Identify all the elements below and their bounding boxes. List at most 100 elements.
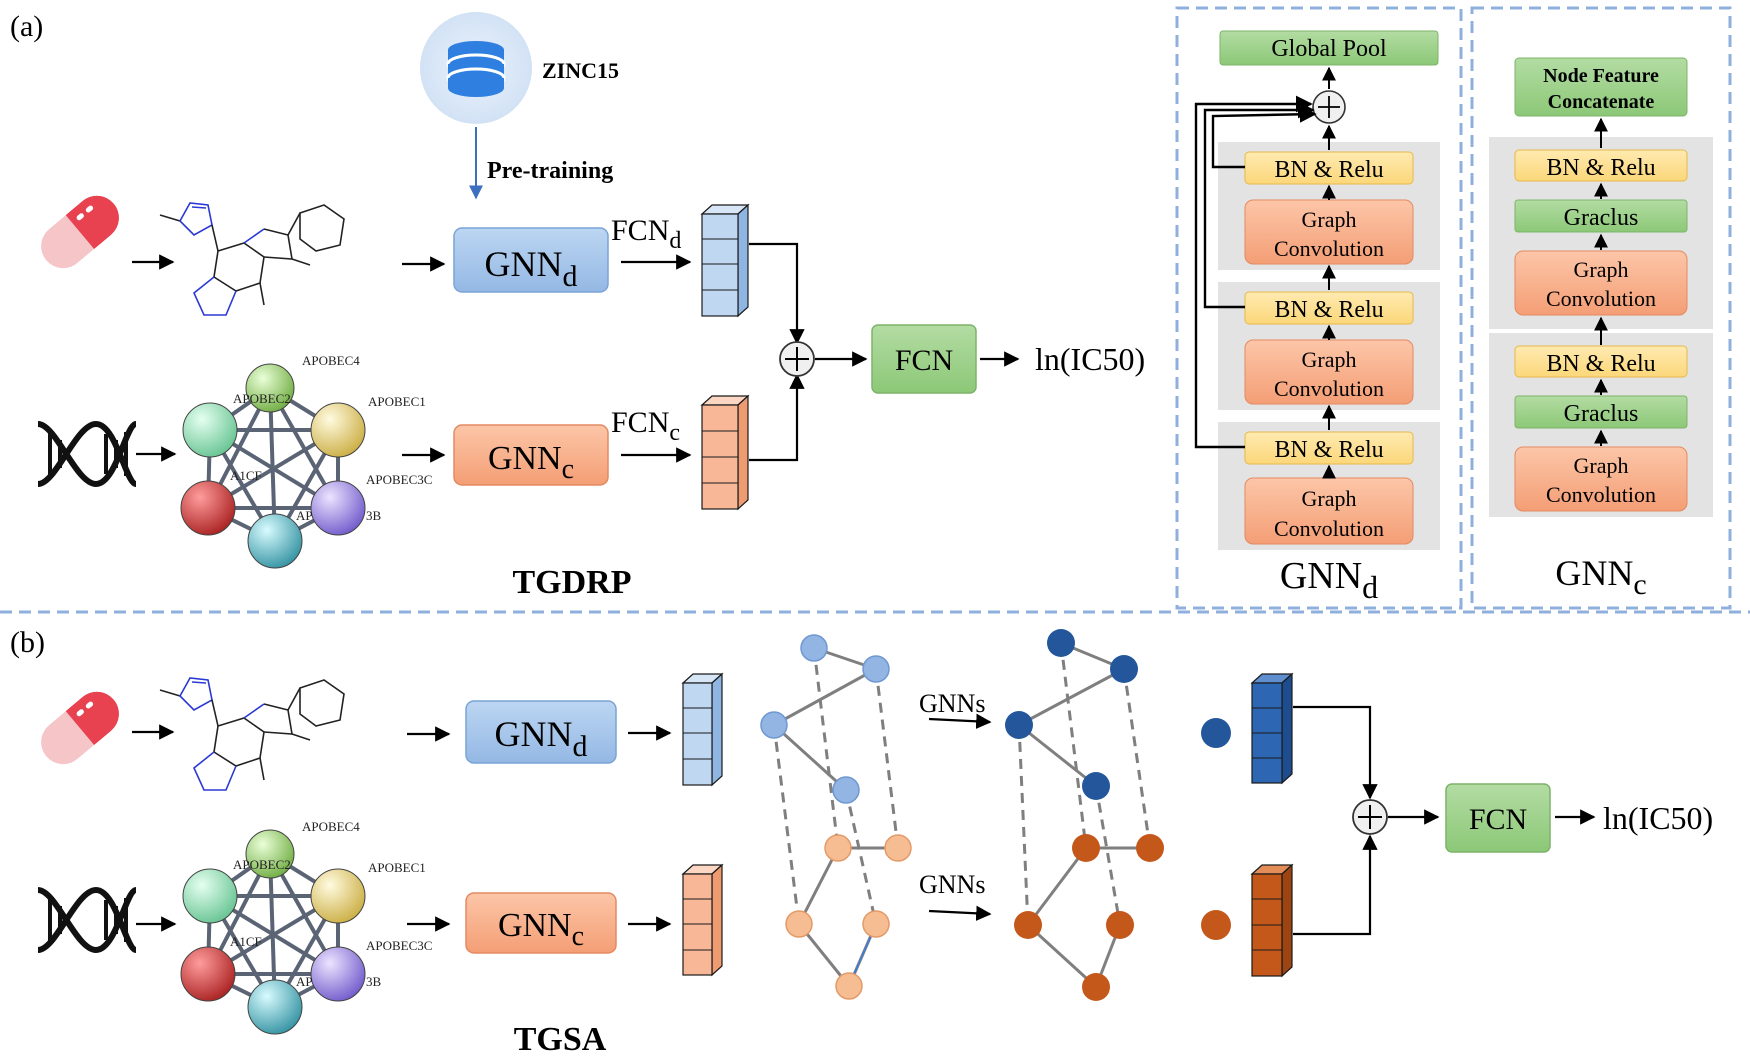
pill-icon [32,186,128,278]
dna-icon [38,424,136,484]
graph-conv-label-2: Convolution [1274,516,1384,541]
graph-conv-label-2: Convolution [1546,482,1656,507]
database-icon [420,12,532,124]
arrow [1293,834,1378,936]
svg-text:AP: AP [296,974,313,989]
gnns-label-bottom: GNNs [919,870,985,899]
model-name-tgsa: TGSA [514,1021,607,1058]
graph-conv-label-2: Convolution [1546,286,1656,311]
fcn-d-label: FCNd [611,214,681,254]
cell-feature-vector [700,394,750,511]
bn-relu-label: BN & Relu [1546,155,1655,181]
graph-conv-box [1514,446,1688,512]
graph-conv-label-2: Convolution [1274,376,1384,401]
arrow [749,373,805,462]
drug-feature-vector [700,203,750,318]
fcn-label: FCN [1469,803,1527,836]
gnn-c-label: GNNc [488,440,574,485]
graclus-box [1514,395,1688,429]
svg-text:A1CF: A1CF [230,468,262,483]
global-pool-label: Global Pool [1271,36,1387,62]
node-feature-concat-box [1514,57,1688,117]
gnn-d-label: GNNd [495,714,588,763]
gnn-c-detail-title: GNNc [1555,553,1646,601]
gnn-d-box [453,227,609,293]
protein-network: APOBEC4 APOBEC2 APOBEC1 A1CF APOBEC3C AP… [180,819,432,1035]
sum-node [779,341,815,377]
panel-a-label: (a) [10,10,43,43]
cell-embedding-vector [1250,863,1294,978]
molecule-structure [159,677,345,791]
fcn-label: FCN [895,344,953,377]
cell-feature-vector [681,863,724,977]
gnn-c-box [453,424,609,486]
arrow [928,905,992,922]
svg-text:APOBEC3C: APOBEC3C [366,938,432,953]
output-label: ln(IC50) [1035,341,1145,377]
svg-text:APOBEC2: APOBEC2 [233,857,291,872]
gnn-c-detail-frame [1470,6,1732,610]
database-label: ZINC15 [542,58,619,83]
drug-embedding-vector [1250,672,1294,785]
concat-label-1: Node Feature [1543,65,1659,87]
fcn-c-label: FCNc [611,406,680,446]
bn-relu-box [1514,345,1688,378]
arrow [1293,705,1378,800]
pretraining-label: Pre-training [487,158,613,184]
arrow [749,242,805,345]
svg-text:APOBEC4: APOBEC4 [302,353,360,368]
svg-text:APOBEC1: APOBEC1 [368,394,426,409]
molecule-structure [159,202,345,316]
sum-node [1352,799,1388,835]
bn-relu-label: BN & Relu [1274,157,1383,183]
graph-conv-label-1: Graph [1302,347,1357,372]
output-label: ln(IC50) [1603,800,1713,836]
protein-network: APOBEC4 APOBEC2 APOBEC1 A1CF APOBEC3C AP… [180,353,432,569]
concat-label-2: Concatenate [1548,91,1655,113]
bn-relu-label: BN & Relu [1274,437,1383,463]
bn-relu-box [1514,149,1688,182]
gnn-c-label: GNNc [498,907,584,952]
graph-conv-label-1: Graph [1574,453,1629,478]
fcn-box [871,324,977,394]
bn-relu-label: BN & Relu [1274,297,1383,323]
svg-text:APOBEC3C: APOBEC3C [366,472,432,487]
graclus-box [1514,199,1688,233]
graph-conv-label-1: Graph [1574,257,1629,282]
pill-icon [32,682,128,774]
graph-conv-label-1: Graph [1302,486,1357,511]
pooled-cell-node [1201,910,1231,940]
model-name-tgdrp: TGDRP [513,564,632,601]
pooled-drug-node [1201,718,1231,748]
skip-connections [1194,95,1317,449]
gnn-c-box [465,892,617,954]
dna-icon [38,890,136,950]
residual-sum-node [1312,90,1346,124]
graclus-label: Graclus [1564,401,1639,427]
gnn-d-detail-title: GNNd [1280,555,1378,605]
graph-conv-box [1514,250,1688,316]
gnn-d-detail-frame [1175,6,1463,610]
arrow [928,713,992,730]
svg-text:3B: 3B [366,508,382,523]
heterogeneous-graph-output [1005,629,1164,1001]
global-pool-box [1219,30,1439,66]
heterogeneous-graph-input [760,634,912,1000]
svg-text:APOBEC1: APOBEC1 [368,860,426,875]
gnns-label-top: GNNs [919,689,985,718]
svg-text:APOBEC4: APOBEC4 [302,819,360,834]
panel-b-label: (b) [10,626,45,659]
gnn-d-label: GNNd [485,244,578,293]
graph-conv-label-2: Convolution [1274,236,1384,261]
graclus-label: Graclus [1564,205,1639,231]
graph-conv-label-1: Graph [1302,207,1357,232]
svg-text:AP: AP [296,508,313,523]
fcn-box [1445,783,1551,853]
svg-text:3B: 3B [366,974,382,989]
drug-feature-vector [681,672,724,787]
bn-relu-label: BN & Relu [1546,351,1655,377]
svg-text:A1CF: A1CF [230,934,262,949]
gnn-d-box [465,700,617,764]
svg-text:APOBEC2: APOBEC2 [233,391,291,406]
